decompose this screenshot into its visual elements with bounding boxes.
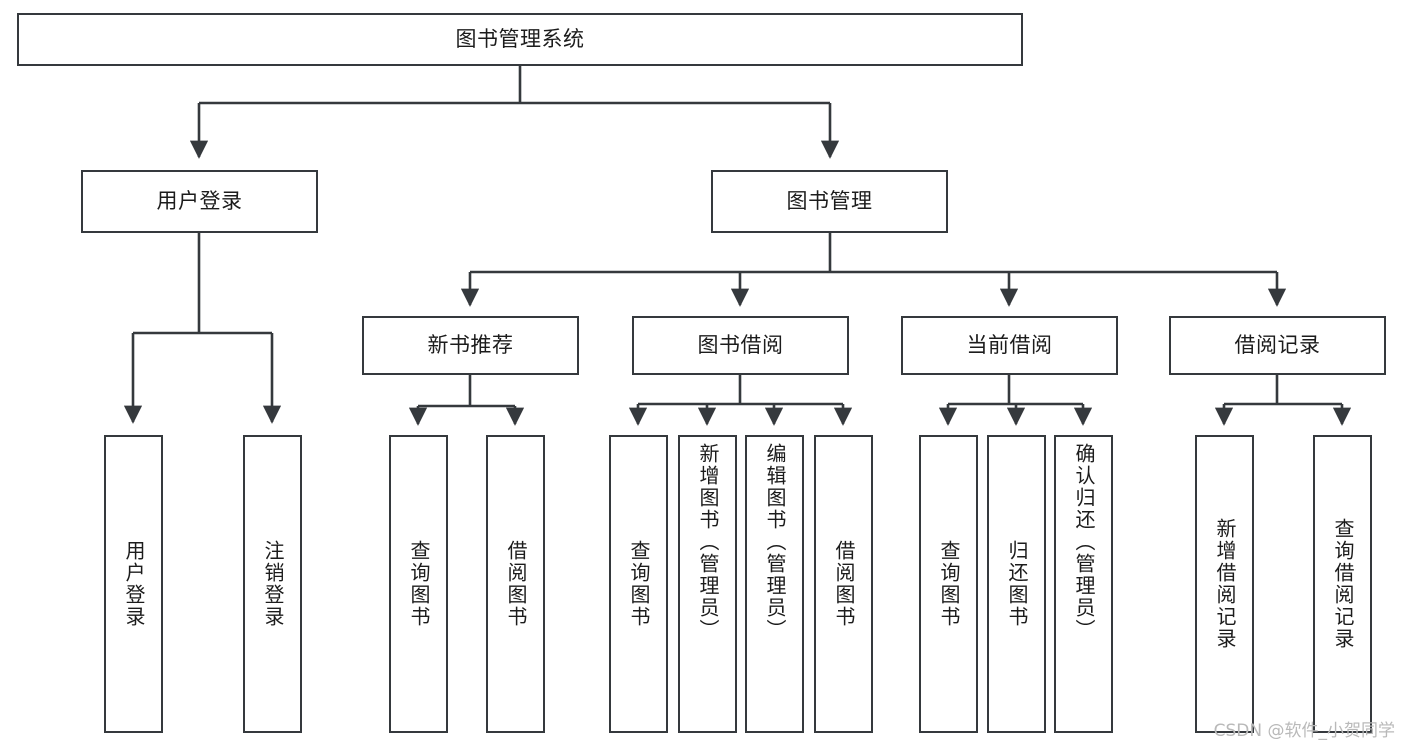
node-label: 归还图书 [1005,540,1029,628]
node-leaf-confirm-return[interactable]: 确认归还（管理员） [1054,435,1113,733]
node-label: 当前借阅 [966,333,1053,358]
node-label: 用户登录 [156,189,243,214]
node-leaf-add-book[interactable]: 新增图书（管理员） [678,435,737,733]
node-label: 查询图书 [937,540,961,628]
node-borrow-record[interactable]: 借阅记录 [1169,316,1386,375]
node-user-login[interactable]: 用户登录 [81,170,318,233]
node-label: 查询图书 [627,540,651,628]
node-leaf-user-login[interactable]: 用户登录 [104,435,163,733]
node-label: 借阅图书 [504,540,528,628]
node-leaf-query-book-1[interactable]: 查询图书 [389,435,448,733]
node-label: 图书借阅 [697,333,784,358]
node-label: 查询借阅记录 [1331,518,1355,650]
node-label: 确认归还（管理员） [1072,443,1096,641]
node-label: 注销登录 [261,540,285,628]
node-leaf-return-book[interactable]: 归还图书 [987,435,1046,733]
node-leaf-query-record[interactable]: 查询借阅记录 [1313,435,1372,733]
node-leaf-edit-book[interactable]: 编辑图书（管理员） [745,435,804,733]
node-leaf-logout-login[interactable]: 注销登录 [243,435,302,733]
node-current-borrow[interactable]: 当前借阅 [901,316,1118,375]
node-leaf-add-record[interactable]: 新增借阅记录 [1195,435,1254,733]
node-label: 新书推荐 [427,333,514,358]
node-label: 借阅记录 [1234,333,1321,358]
node-leaf-borrow-book-2[interactable]: 借阅图书 [814,435,873,733]
node-book-manage[interactable]: 图书管理 [711,170,948,233]
node-label: 图书管理系统 [455,27,585,52]
node-leaf-query-book-2[interactable]: 查询图书 [609,435,668,733]
node-new-book-recommend[interactable]: 新书推荐 [362,316,579,375]
csdn-watermark: CSDN @软件_小贺同学 [1213,721,1395,741]
node-label: 新增借阅记录 [1213,518,1237,650]
node-book-borrow[interactable]: 图书借阅 [632,316,849,375]
node-leaf-borrow-book-1[interactable]: 借阅图书 [486,435,545,733]
node-label: 查询图书 [407,540,431,628]
node-label: 借阅图书 [832,540,856,628]
node-label: 用户登录 [122,540,146,628]
node-label: 图书管理 [786,189,873,214]
node-label: 编辑图书（管理员） [763,443,787,641]
node-root-system[interactable]: 图书管理系统 [17,13,1023,66]
node-leaf-query-book-3[interactable]: 查询图书 [919,435,978,733]
node-label: 新增图书（管理员） [696,443,720,641]
